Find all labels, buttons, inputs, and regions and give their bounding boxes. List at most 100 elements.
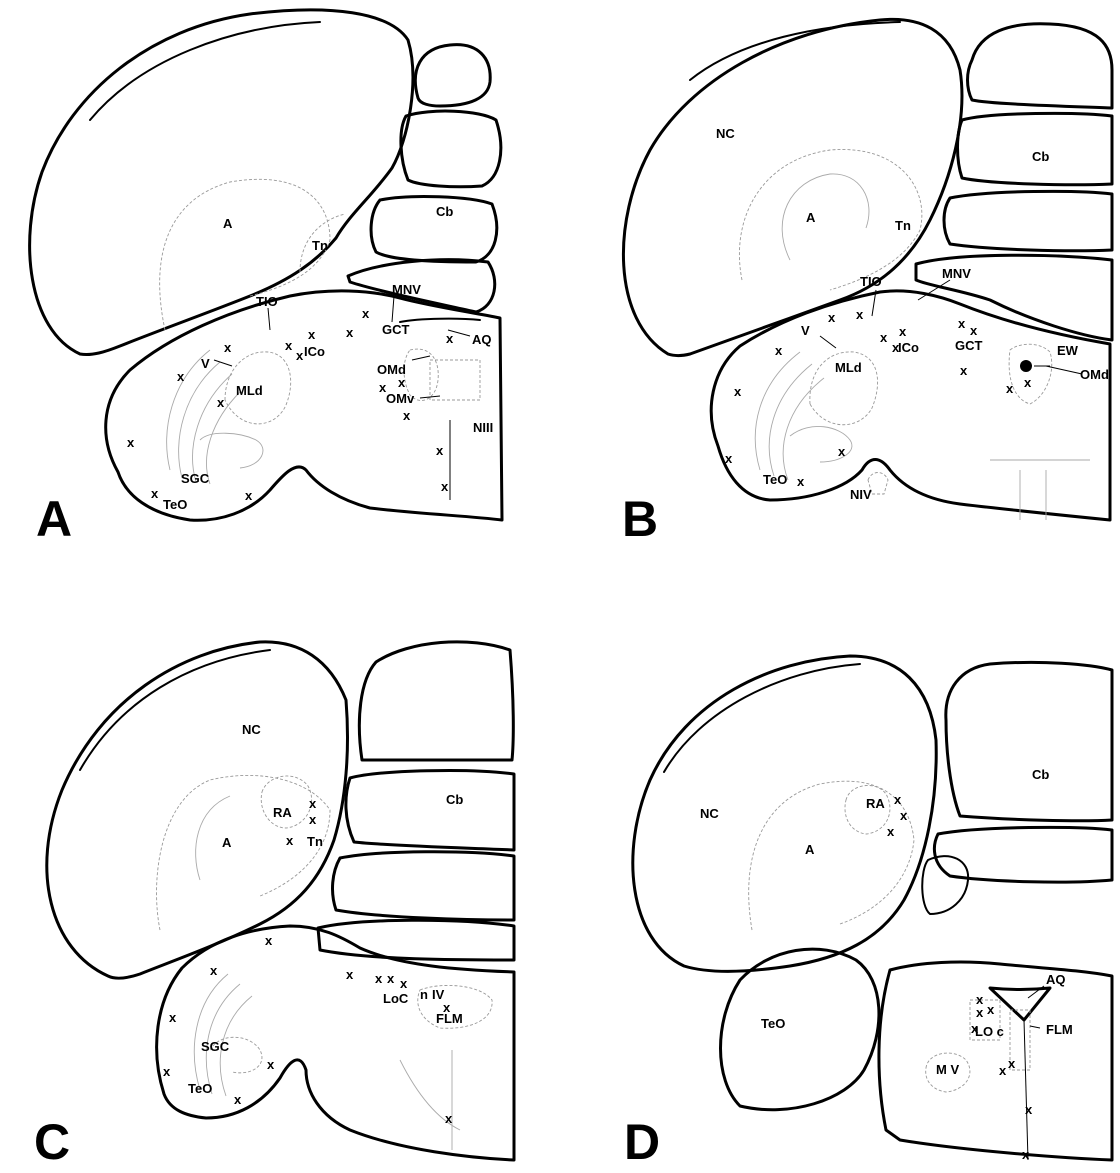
panel-d-site-mark: x — [1008, 1056, 1016, 1071]
panel-a-cerebellum-folia — [348, 45, 501, 312]
panel-b-site-mark: x — [856, 307, 864, 322]
panel-b-site-mark: x — [734, 384, 742, 399]
panel-b-label-mnv: MNV — [942, 266, 971, 281]
panel-a-label-sgc: SGC — [181, 471, 210, 486]
panel-a-letter: A — [36, 491, 72, 547]
panel-a-site-mark: x — [346, 325, 354, 340]
panel-a-label-a: A — [223, 216, 233, 231]
panel-b-site-mark: x — [880, 330, 888, 345]
panel-a-site-mark: x — [308, 327, 316, 342]
panel-a-site-mark: x — [217, 395, 225, 410]
panel-b-lesion-dot — [1020, 360, 1032, 372]
panel-c: C NC Cb RA A Tn LoC n IV FLM SGC TeO x x… — [34, 642, 514, 1170]
panel-b-label-tn: Tn — [895, 218, 911, 233]
panel-b-telencephalon-inner-line — [690, 22, 900, 80]
panel-b-site-mark: x — [828, 310, 836, 325]
panel-a-label-v: V — [201, 356, 210, 371]
panel-d: D Cb NC RA A AQ TeO LO c FLM M V x x x x… — [624, 656, 1112, 1170]
panel-b-site-mark: x — [725, 451, 733, 466]
panel-c-site-mark: x — [309, 812, 317, 827]
panel-c-arcopallium-region — [157, 775, 330, 930]
panel-d-label-a: A — [805, 842, 815, 857]
panel-a-label-teo: TeO — [163, 497, 187, 512]
panel-c-site-mark: x — [210, 963, 218, 978]
panel-b-label-omd: OMd — [1080, 367, 1109, 382]
panel-a-sgc-layer — [200, 433, 263, 468]
panel-b-site-mark: x — [970, 323, 978, 338]
panel-b-site-markers: x x x x x x x x x x x x x x x — [725, 307, 1032, 489]
panel-a-label-omv: OMv — [386, 391, 415, 406]
panel-a-site-mark: x — [285, 338, 293, 353]
panel-c-label-n: n — [420, 987, 428, 1002]
panel-d-aq-outline — [990, 988, 1050, 1020]
panel-b-site-mark: x — [1024, 375, 1032, 390]
panel-c-site-mark: x — [309, 796, 317, 811]
panel-a-label-niii: NIII — [473, 420, 493, 435]
panel-d-site-mark: x — [894, 792, 902, 807]
panel-b-site-mark: x — [892, 340, 900, 355]
panel-d-site-mark: x — [976, 1005, 984, 1020]
panel-a-site-mark: x — [403, 408, 411, 423]
panel-d-site-markers: x x x x x x x x x x x — [887, 792, 1033, 1162]
panel-d-label-mv: M V — [936, 1062, 959, 1077]
panel-c-site-mark: x — [265, 933, 273, 948]
panel-c-site-mark: x — [445, 1111, 453, 1126]
panel-c-label-teo: TeO — [188, 1081, 212, 1096]
panel-c-site-mark: x — [169, 1010, 177, 1025]
panel-b-site-mark: x — [1006, 381, 1014, 396]
panel-a-site-mark: x — [362, 306, 370, 321]
panel-d-label-cb: Cb — [1032, 767, 1049, 782]
panel-a-label-aq: AQ — [472, 332, 492, 347]
panel-d-site-mark: x — [971, 1021, 979, 1036]
panel-a-site-mark: x — [151, 486, 159, 501]
panel-a-site-mark: x — [436, 443, 444, 458]
panel-a-label-ico: ICo — [304, 344, 325, 359]
panel-b-label-ico: ICo — [898, 340, 919, 355]
panel-b-tectum-layers — [755, 352, 824, 480]
panel-c-site-mark: x — [443, 1000, 451, 1015]
panel-b-label-a: A — [806, 210, 816, 225]
panel-b-label-cb: Cb — [1032, 149, 1049, 164]
panel-c-site-mark: x — [387, 971, 395, 986]
panel-b: B NC Cb A Tn TIO MNV V ICo GCT EW MLd OM… — [622, 19, 1112, 547]
panel-d-label-nc: NC — [700, 806, 719, 821]
panel-a-site-mark: x — [441, 479, 449, 494]
panel-b-label-v: V — [801, 323, 810, 338]
panel-c-label-sgc: SGC — [201, 1039, 230, 1054]
panel-a-label-cb: Cb — [436, 204, 453, 219]
panel-c-label-loc: LoC — [383, 991, 409, 1006]
panel-c-site-mark: x — [375, 971, 383, 986]
panel-c-ventral-structures — [400, 1050, 460, 1150]
panel-c-site-mark: x — [346, 967, 354, 982]
panel-a-label-gct: GCT — [382, 322, 410, 337]
panel-a-aq-outline — [400, 319, 480, 322]
panel-a-site-mark: x — [224, 340, 232, 355]
panel-b-site-mark: x — [797, 474, 805, 489]
panel-b-label-tio: TIO — [860, 274, 882, 289]
panel-b-telencephalon-outline — [623, 19, 962, 355]
panel-a: A A Tn Cb MNV TIO GCT AQ ICo V OMd MLd O… — [30, 10, 502, 547]
panel-b-label-nc: NC — [716, 126, 735, 141]
panel-c-label-nc: NC — [242, 722, 261, 737]
panel-c-ra-region — [261, 776, 311, 828]
panel-a-site-mark: x — [245, 488, 253, 503]
panel-d-site-mark: x — [1025, 1102, 1033, 1117]
panel-a-label-mld: MLd — [236, 383, 263, 398]
panel-c-site-mark: x — [267, 1057, 275, 1072]
panel-b-label-teo: TeO — [763, 472, 787, 487]
panel-b-site-mark: x — [960, 363, 968, 378]
panel-c-cerebellum — [318, 642, 514, 960]
panel-b-label-mld: MLd — [835, 360, 862, 375]
panel-d-site-mark: x — [900, 808, 908, 823]
panel-b-site-mark: x — [899, 324, 907, 339]
panel-c-label-cb: Cb — [446, 792, 463, 807]
panel-c-letter: C — [34, 1114, 70, 1170]
panel-d-label-ra: RA — [866, 796, 885, 811]
panel-a-telencephalon-inner-line — [90, 22, 320, 120]
panel-a-label-tn: Tn — [312, 238, 328, 253]
panel-a-label-tio: TIO — [256, 294, 278, 309]
panel-c-label-tn: Tn — [307, 834, 323, 849]
panel-d-label-flm: FLM — [1046, 1022, 1073, 1037]
panel-c-site-mark: x — [400, 976, 408, 991]
